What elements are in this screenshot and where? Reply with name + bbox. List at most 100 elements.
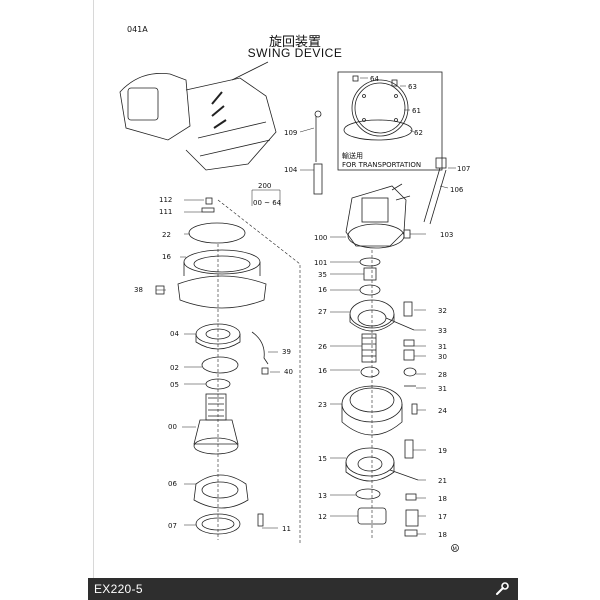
callout: 28 <box>438 371 447 379</box>
page-frame-left <box>93 0 94 580</box>
part-16-lower <box>360 366 380 378</box>
callout: 12 <box>318 513 327 521</box>
plug-40 <box>261 367 269 375</box>
callout: 111 <box>159 208 172 216</box>
bearing-30 <box>403 349 415 361</box>
callout: 11 <box>282 525 291 533</box>
wrench-icon[interactable] <box>494 581 510 597</box>
mark-letter: M <box>453 547 457 553</box>
callout: 39 <box>282 348 291 356</box>
callout: 18 <box>438 495 447 503</box>
callout: 31 <box>438 343 447 351</box>
callout: 15 <box>318 455 327 463</box>
leader-lines <box>156 77 456 535</box>
callout: 18 <box>438 531 447 539</box>
part-28 <box>403 367 417 377</box>
callout: 61 <box>412 107 421 115</box>
callout: 05 <box>170 381 179 389</box>
ring-18-upper <box>405 493 417 501</box>
gear-26 <box>361 333 377 363</box>
callout: 32 <box>438 307 447 315</box>
callout: 35 <box>318 271 327 279</box>
oring-62 <box>343 119 413 141</box>
pin-33 <box>385 317 415 331</box>
model-label: EX220-5 <box>94 582 143 596</box>
callout: 38 <box>134 286 143 294</box>
callout: 24 <box>438 407 447 415</box>
callout: 26 <box>318 343 327 351</box>
plug-107 <box>435 157 447 169</box>
callout: 22 <box>162 231 171 239</box>
assembly-lines <box>217 199 373 544</box>
callout: 106 <box>450 186 464 194</box>
pipe-104 <box>313 163 323 195</box>
pin-19 <box>404 439 414 459</box>
group-range: 00 ~ 64 <box>253 199 282 207</box>
carrier-15 <box>345 447 395 482</box>
callout: 103 <box>440 231 453 239</box>
callout: 101 <box>314 259 327 267</box>
callout: 30 <box>438 353 447 361</box>
callout: 17 <box>438 513 447 521</box>
page-id: 041A <box>127 25 148 34</box>
hose-39 <box>251 331 269 365</box>
title-english: SWING DEVICE <box>247 46 343 60</box>
group-number: 200 <box>258 182 271 190</box>
callout: 107 <box>457 165 470 173</box>
callout: 16 <box>162 253 171 261</box>
pinion-shaft-00 <box>193 393 239 455</box>
callout: 27 <box>318 308 327 316</box>
callout: 04 <box>170 330 179 338</box>
callout: 100 <box>314 234 327 242</box>
bolt-103 <box>403 229 411 239</box>
callout: 16 <box>318 367 327 375</box>
seal-02 <box>201 356 239 374</box>
callout: 109 <box>284 129 297 137</box>
callout: 00 <box>168 423 177 431</box>
bolt-63 <box>391 79 398 87</box>
bolt-11 <box>257 513 264 527</box>
cover-plate-61 <box>351 79 409 137</box>
bolt-64 <box>352 75 359 82</box>
housing-16 <box>177 249 267 309</box>
callout: 104 <box>284 166 298 174</box>
pin-21 <box>389 469 419 481</box>
bolt-24 <box>411 403 418 415</box>
part-35 <box>363 267 377 281</box>
callout: 13 <box>318 492 327 500</box>
oring-22 <box>188 222 246 244</box>
ring-31-upper <box>403 339 415 347</box>
callout: 23 <box>318 401 327 409</box>
transport-label-en: FOR TRANSPORTATION <box>342 161 421 169</box>
part-101 <box>359 257 381 267</box>
callout: 21 <box>438 477 447 485</box>
transport-box <box>337 71 443 171</box>
footer-bar: EX220-5 <box>88 578 518 600</box>
mark-circle <box>451 544 459 552</box>
excavator-sketch <box>119 61 277 171</box>
transport-label-jp: 輸送用 <box>342 151 363 160</box>
part-16-upper <box>359 284 381 296</box>
callout: 62 <box>414 129 423 137</box>
callout: 63 <box>408 83 417 91</box>
pin-32 <box>403 301 413 317</box>
callout: 31 <box>438 385 447 393</box>
callout-numbers: 64 63 61 62 109 104 107 106 112 111 22 1… <box>134 75 470 539</box>
callout: 06 <box>168 480 177 488</box>
callout: 112 <box>159 196 172 204</box>
callout: 64 <box>370 75 379 83</box>
title-japanese: 旋回装置 <box>268 35 321 50</box>
bolt-112 <box>205 197 213 205</box>
swing-motor-100 <box>345 183 411 249</box>
ring-13 <box>355 488 381 500</box>
gear-17 <box>405 509 419 527</box>
callout: 16 <box>318 286 327 294</box>
callout: 07 <box>168 522 177 530</box>
callout: 40 <box>284 368 293 376</box>
cover-06 <box>193 474 249 509</box>
plate-111 <box>201 207 215 213</box>
pipe-106 <box>423 167 447 225</box>
callout: 33 <box>438 327 447 335</box>
callout: 19 <box>438 447 447 455</box>
